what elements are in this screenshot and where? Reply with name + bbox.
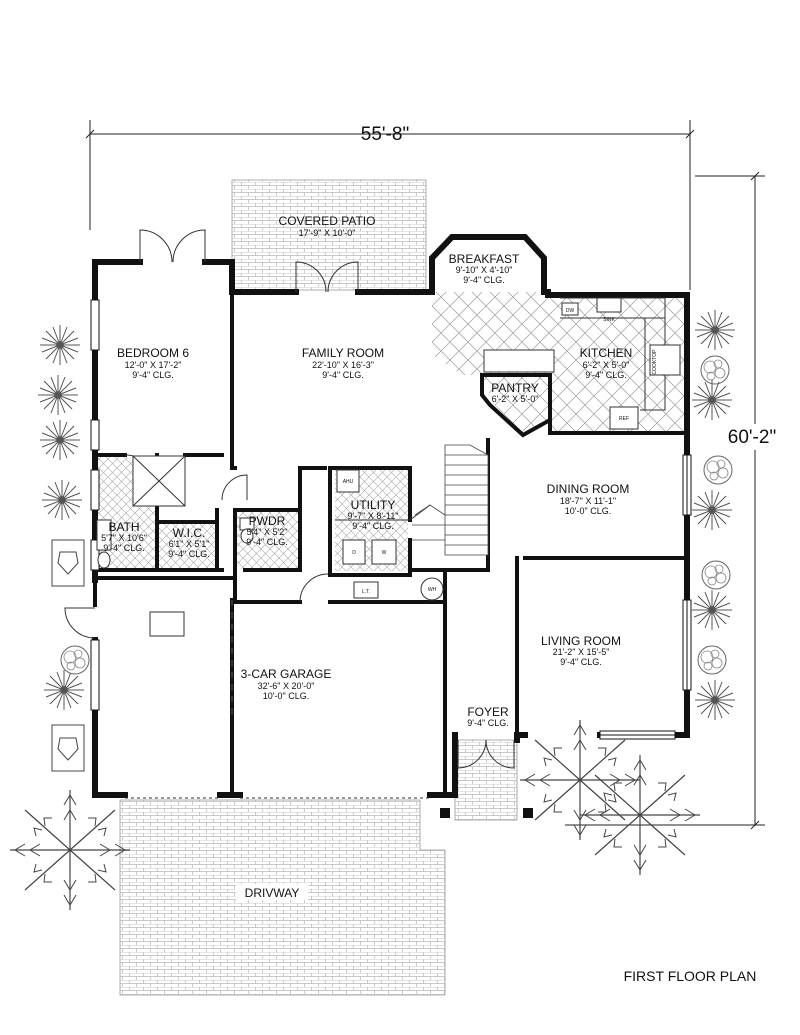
kitchen-clg: 9'-4" CLG. [585, 370, 626, 380]
wic-dims: 6'1" X 5'1" [169, 539, 210, 549]
sink-label: SINK [603, 317, 615, 323]
bedroom6-clg: 9'-4" CLG. [132, 370, 173, 380]
wic-name: W.I.C. [173, 526, 206, 540]
water-heater-label: WH [428, 587, 437, 593]
bedroom6-dims: 12'-0" X 17'-2" [125, 360, 182, 370]
garage-name: 3-CAR GARAGE [241, 667, 332, 681]
bath-dims: 5'7" X 10'6" [101, 533, 147, 543]
garage-clg: 10'-0" CLG. [263, 691, 309, 701]
kitchen-cabinets [483, 297, 681, 430]
bath-name: BATH [108, 520, 139, 534]
overall-depth-label: 60'-2" [728, 427, 776, 448]
breakfast-clg: 9'-4" CLG. [463, 275, 504, 285]
bath-fixtures [96, 455, 255, 569]
living-room-name: LIVING ROOM [541, 634, 621, 648]
kitchen-tile-floor [432, 292, 684, 435]
planters [51, 539, 85, 772]
pwdr-name: PWDR [249, 514, 286, 528]
overall-width-label: 55'-8" [361, 124, 409, 145]
kitchen-fixture-labels: DW SINK COOKTOP REF [566, 308, 658, 422]
kitchen-name: KITCHEN [580, 346, 633, 360]
laundry-tub-label: L.T. [362, 589, 370, 595]
ahu-label: AHU [343, 479, 354, 485]
foyer-clg: 9'-4" CLG. [467, 718, 508, 728]
pwdr-clg: 9'-4" CLG. [246, 537, 287, 547]
ref-label: REF [619, 416, 629, 422]
kitchen-dims: 6'-2" X 5'-0" [583, 360, 630, 370]
windows [90, 299, 692, 740]
dishwasher-label: DW [566, 308, 575, 314]
staircase [412, 444, 489, 556]
covered-patio-dims: 17'-9" X 10'-0" [299, 228, 356, 238]
living-room-clg: 9'-4" CLG. [560, 657, 601, 667]
foyer-name: FOYER [467, 705, 509, 719]
covered-patio-paving [231, 179, 427, 291]
cooktop-label: COOKTOP [652, 349, 658, 375]
columns [440, 808, 533, 818]
foyer-entry-paving [454, 739, 518, 821]
living-room-dims: 21'-2" X 15'-5" [553, 647, 610, 657]
bedroom6-name: BEDROOM 6 [117, 346, 189, 360]
breakfast-name: BREAKFAST [449, 252, 520, 266]
pantry-dims: 6'-2" X 5'-0" [492, 394, 539, 404]
plan-title: FIRST FLOOR PLAN [624, 968, 757, 984]
bath-clg: 9'-4" CLG. [103, 543, 144, 553]
garage-dims: 32'-6" X 20'-0" [258, 681, 315, 691]
wic-clg: 9'-4" CLG. [168, 549, 209, 559]
overall-depth-dimension [565, 171, 765, 830]
driveway-name: DRIVWAY [245, 886, 300, 900]
breakfast-dims: 9'-10" X 4'-10" [456, 265, 513, 275]
garage-attic-hatch [149, 611, 185, 637]
washer-label: W [382, 550, 387, 556]
family-room-dims: 22'-10" X 16'-3" [312, 360, 374, 370]
overall-width-dimension [85, 120, 695, 290]
covered-patio-name: COVERED PATIO [279, 214, 376, 228]
wic-tile-floor [157, 522, 217, 569]
pwdr-dims: 5'4" X 5'2" [247, 527, 288, 537]
utility-dims: 9'-7" X 8'-11" [347, 511, 398, 521]
dining-room-name: DINING ROOM [547, 482, 630, 496]
family-room-clg: 9'-4" CLG. [322, 370, 363, 380]
family-room-name: FAMILY ROOM [302, 346, 384, 360]
utility-name: UTILITY [351, 498, 396, 512]
dining-room-clg: 10'-0" CLG. [565, 506, 611, 516]
pantry-name: PANTRY [491, 381, 539, 395]
utility-clg: 9'-4" CLG. [352, 521, 393, 531]
utility-fixtures [335, 469, 444, 601]
dryer-label: D [352, 550, 356, 556]
dining-room-dims: 18'-7" X 11'-1" [560, 496, 616, 506]
